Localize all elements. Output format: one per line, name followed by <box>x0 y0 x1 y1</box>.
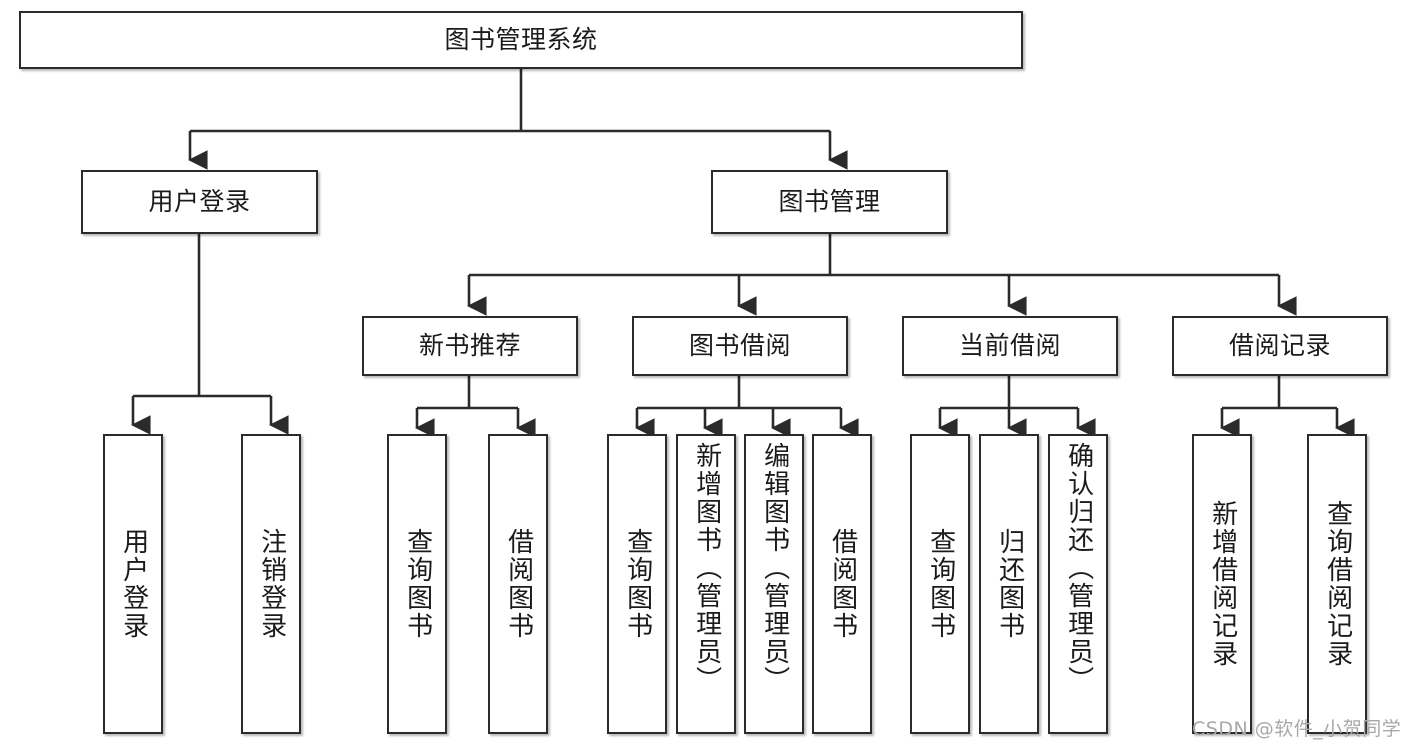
node-leaf-confirm-return-admin[interactable]: 确认归还（管理员） <box>1048 434 1108 734</box>
node-leaf-user-login[interactable]: 用户登录 <box>103 434 163 734</box>
node-book-borrow[interactable]: 图书借阅 <box>632 316 848 376</box>
node-leaf-add-book-admin[interactable]: 新增图书（管理员） <box>676 434 736 734</box>
node-book-management[interactable]: 图书管理 <box>711 170 948 234</box>
node-label: 查询借阅记录 <box>1322 500 1353 668</box>
node-leaf-borrow-book[interactable]: 借阅图书 <box>812 434 872 734</box>
node-leaf-edit-book-admin[interactable]: 编辑图书（管理员） <box>744 434 804 734</box>
node-label: 新增图书（管理员） <box>691 442 722 694</box>
node-borrow-record[interactable]: 借阅记录 <box>1172 316 1388 376</box>
node-label: 归还图书 <box>994 528 1025 640</box>
node-current-borrow[interactable]: 当前借阅 <box>902 316 1118 376</box>
node-label: 新书推荐 <box>418 331 521 361</box>
node-root-book-management-system[interactable]: 图书管理系统 <box>19 11 1023 69</box>
node-leaf-add-borrow-record[interactable]: 新增借阅记录 <box>1192 434 1252 734</box>
node-label: 查询图书 <box>925 528 956 640</box>
node-leaf-query-book-recommend[interactable]: 查询图书 <box>387 434 447 734</box>
node-label: 图书借阅 <box>688 331 791 361</box>
node-label: 当前借阅 <box>958 331 1061 361</box>
node-leaf-query-book-borrow[interactable]: 查询图书 <box>607 434 667 734</box>
node-label: 新增借阅记录 <box>1207 500 1238 668</box>
node-label: 查询图书 <box>402 528 433 640</box>
node-label: 借阅图书 <box>827 528 858 640</box>
node-label: 用户登录 <box>118 528 149 640</box>
node-label: 注销登录 <box>256 528 287 640</box>
node-label: 确认归还（管理员） <box>1063 442 1094 694</box>
node-user-login[interactable]: 用户登录 <box>81 170 318 234</box>
csdn-watermark: CSDN @软件_小贺同学 <box>1192 718 1402 740</box>
node-leaf-return-book[interactable]: 归还图书 <box>979 434 1039 734</box>
node-label: 编辑图书（管理员） <box>759 442 790 694</box>
node-label: 借阅记录 <box>1228 331 1331 361</box>
node-leaf-borrow-book-recommend[interactable]: 借阅图书 <box>488 434 548 734</box>
node-label: 图书管理 <box>778 187 881 217</box>
node-label: 查询图书 <box>622 528 653 640</box>
node-label: 借阅图书 <box>503 528 534 640</box>
node-leaf-query-borrow-record[interactable]: 查询借阅记录 <box>1307 434 1367 734</box>
node-label: 图书管理系统 <box>444 25 598 55</box>
node-leaf-query-book-current[interactable]: 查询图书 <box>910 434 970 734</box>
node-label: 用户登录 <box>148 187 251 217</box>
node-new-book-recommend[interactable]: 新书推荐 <box>362 316 578 376</box>
node-leaf-logout[interactable]: 注销登录 <box>241 434 301 734</box>
